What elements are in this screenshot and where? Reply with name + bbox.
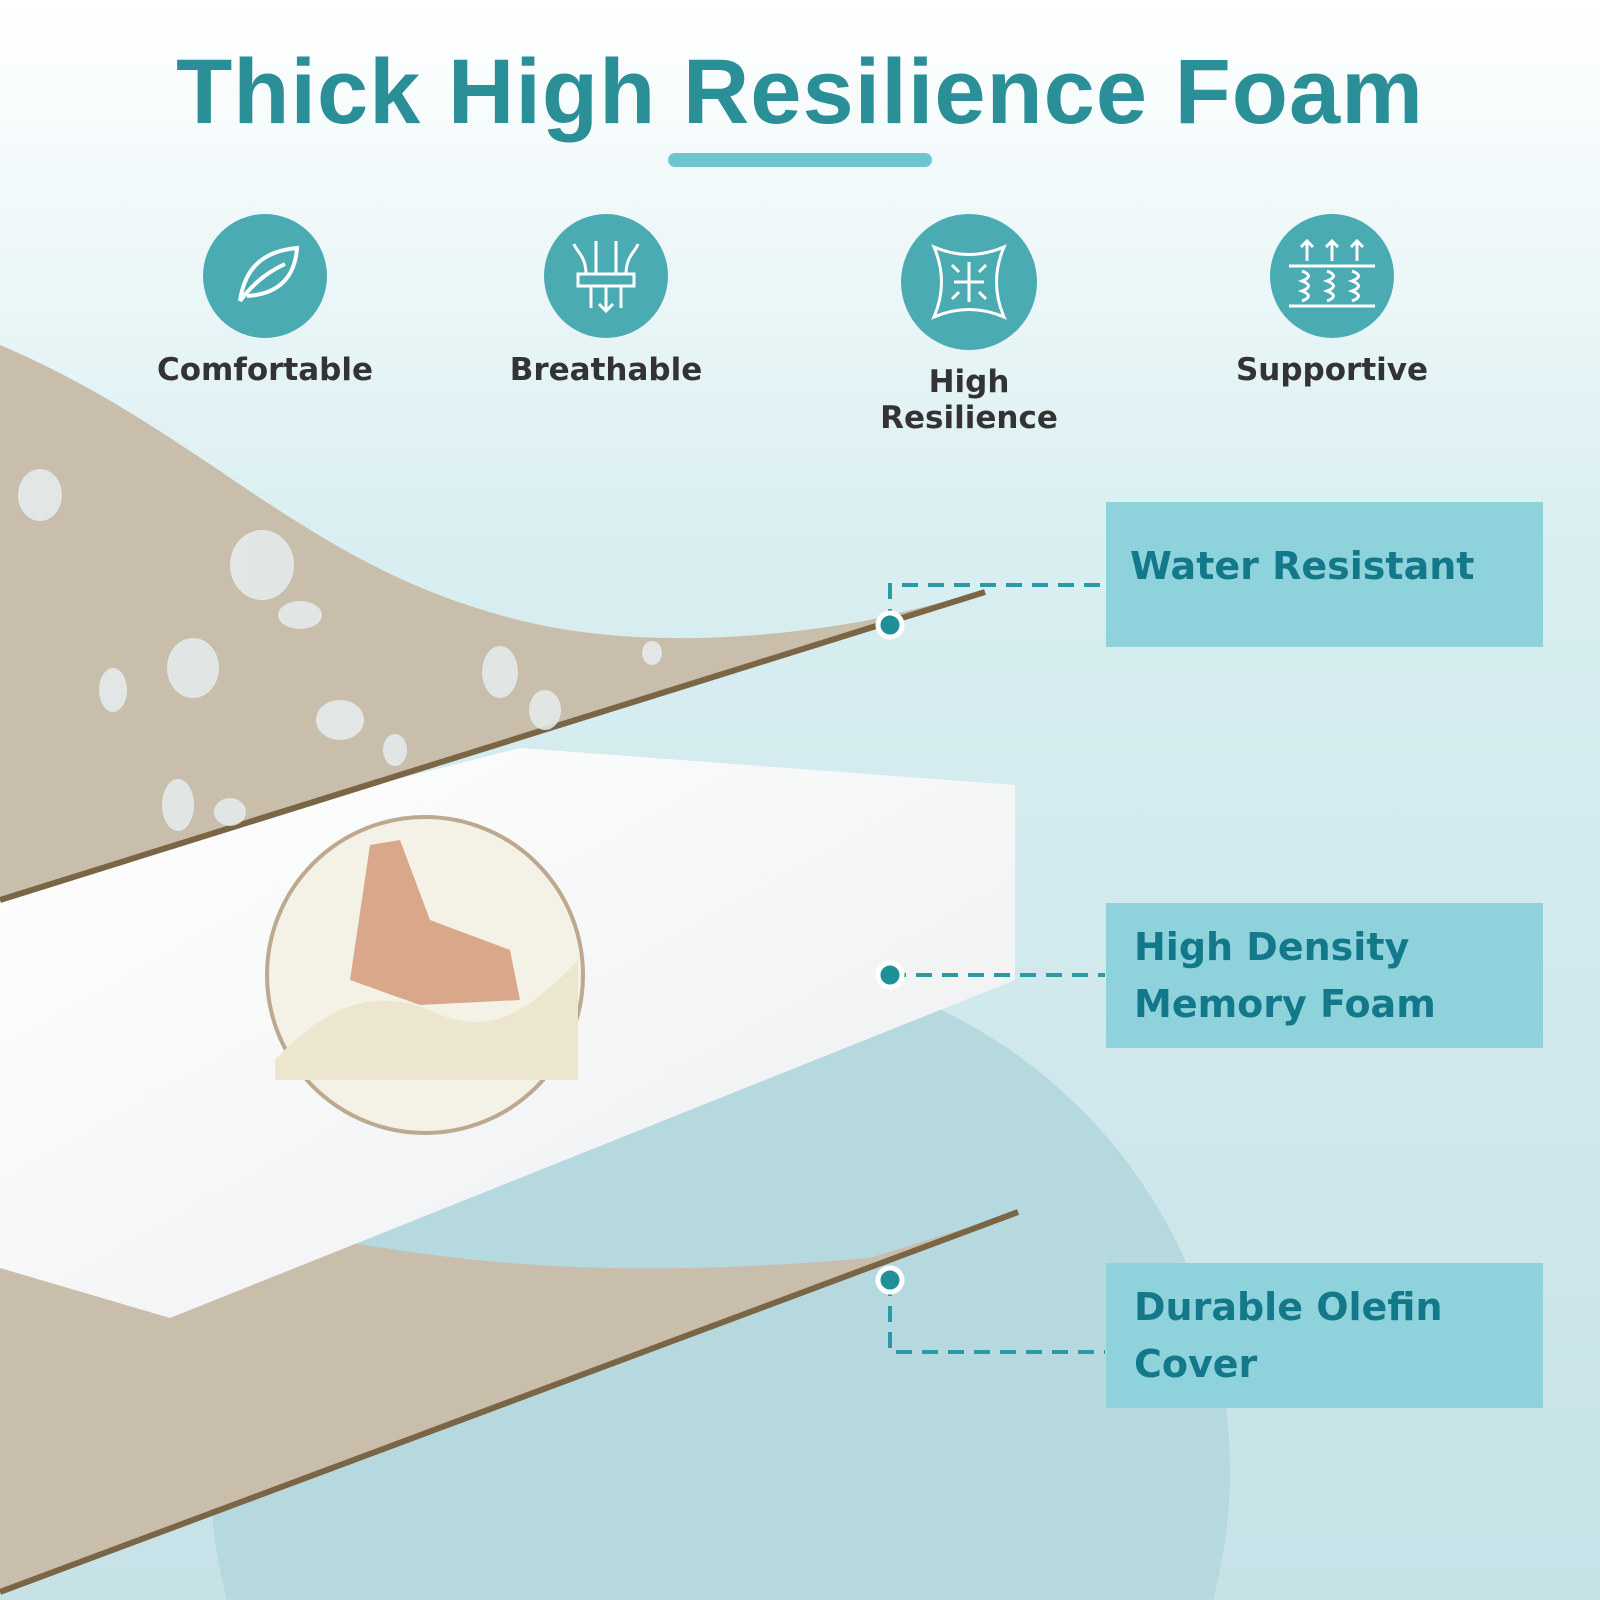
callout-label: Water Resistant xyxy=(1130,544,1475,588)
callout-label: High Density Memory Foam xyxy=(1134,924,1436,1026)
water-droplets xyxy=(18,469,662,831)
connector-dot xyxy=(875,1265,905,1295)
feature-high-resilience: High Resilience xyxy=(839,214,1099,436)
callout-memory-foam: High Density Memory Foam xyxy=(1106,903,1543,1048)
feature-label: Comfortable xyxy=(156,352,373,388)
feature-breathable: Breathable xyxy=(476,214,736,388)
leaf-icon xyxy=(203,214,327,338)
feature-label: Breathable xyxy=(509,352,703,388)
connector-dot xyxy=(875,960,905,990)
callout-water-resistant: Water Resistant xyxy=(1106,502,1543,647)
water-resistant-layer xyxy=(0,345,985,900)
feature-supportive: Supportive xyxy=(1202,214,1462,388)
title-underline xyxy=(668,153,932,167)
expand-arrows-icon xyxy=(901,214,1037,350)
connector-dot xyxy=(875,610,905,640)
feature-label: High Resilience xyxy=(880,364,1058,436)
airflow-icon xyxy=(544,214,668,338)
feature-comfortable: Comfortable xyxy=(135,214,395,388)
springs-icon xyxy=(1270,214,1394,338)
page-title: Thick High Resilience Foam xyxy=(176,41,1424,143)
feature-label: Supportive xyxy=(1235,352,1429,388)
callout-olefin-cover: Durable Olefin Cover xyxy=(1106,1263,1543,1408)
callout-label: Durable Olefin Cover xyxy=(1134,1284,1443,1386)
hand-icon xyxy=(350,840,520,1005)
